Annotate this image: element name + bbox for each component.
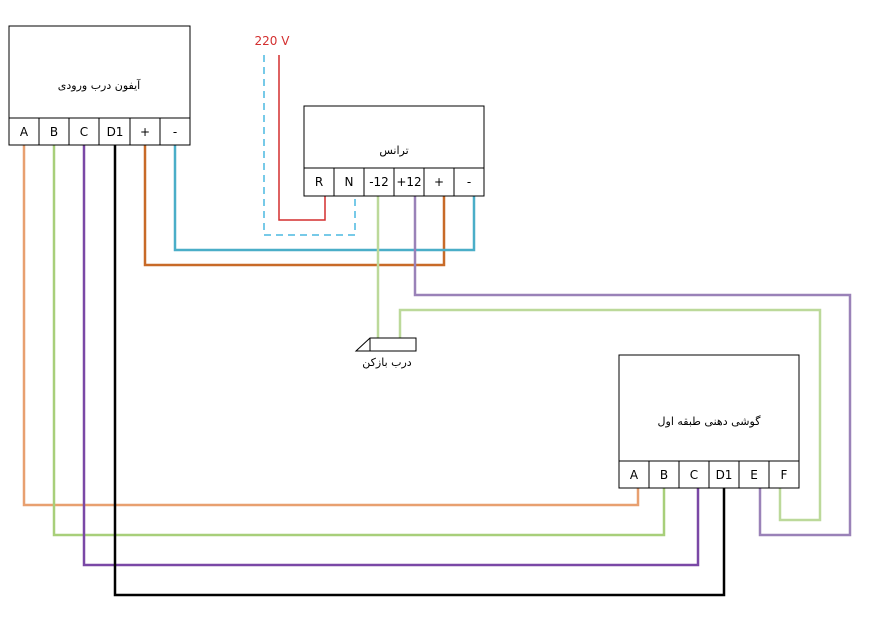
handset-terminal-d1: D1 [716, 468, 733, 482]
wire-b-green [52, 145, 666, 537]
handset-terminal-c: C [690, 468, 698, 482]
transformer-terminal-strip: R N -12 +12 + - [303, 167, 485, 197]
handset-unit: گوشی دهنی طبقه اول A B C D1 E F [618, 354, 800, 489]
transformer-label: ترانس [379, 144, 408, 157]
power-label: 220 V [255, 34, 291, 48]
door-lock: درب بازکن [354, 337, 417, 369]
wire-d1-black [113, 145, 726, 597]
handset-terminal-a: A [630, 468, 639, 482]
wire-lock-return [398, 308, 822, 522]
transformer-terminal-plus12: +12 [396, 175, 421, 189]
transformer-terminal-r: R [315, 175, 323, 189]
wire-mains-n-dashed [263, 55, 356, 236]
wire-plus12-purple [413, 196, 852, 537]
transformer-terminal-minus12: -12 [369, 175, 389, 189]
wire-c-purple [82, 145, 700, 567]
intercom-terminal-plus: + [140, 125, 150, 139]
wire-minus-cyan [173, 145, 476, 252]
handset-terminal-f: F [781, 468, 788, 482]
door-lock-label: درب بازکن [362, 356, 411, 369]
door-lock-icon [354, 337, 417, 352]
intercom-unit: آیفون درب ورودی A B C D1 + - [8, 25, 191, 146]
handset-terminal-strip: A B C D1 E F [618, 460, 800, 489]
intercom-terminal-b: B [50, 125, 58, 139]
wire-a-orange [22, 145, 640, 507]
intercom-terminal-strip: A B C D1 + - [8, 117, 191, 146]
transformer-terminal-n: N [345, 175, 354, 189]
handset-terminal-e: E [750, 468, 758, 482]
transformer-unit: ترانس R N -12 +12 + - [303, 105, 485, 197]
intercom-terminal-minus: - [173, 125, 177, 139]
wire-plus-brown [143, 145, 446, 267]
wire-mains-r-red [278, 55, 326, 221]
wires [22, 55, 852, 597]
intercom-label: آیفون درب ورودی [58, 78, 141, 92]
intercom-terminal-d1: D1 [107, 125, 124, 139]
intercom-terminal-a: A [20, 125, 29, 139]
handset-terminal-b: B [660, 468, 668, 482]
handset-label: گوشی دهنی طبقه اول [658, 415, 762, 428]
transformer-terminal-plus: + [434, 175, 444, 189]
transformer-terminal-minus: - [467, 175, 471, 189]
intercom-terminal-c: C [80, 125, 88, 139]
